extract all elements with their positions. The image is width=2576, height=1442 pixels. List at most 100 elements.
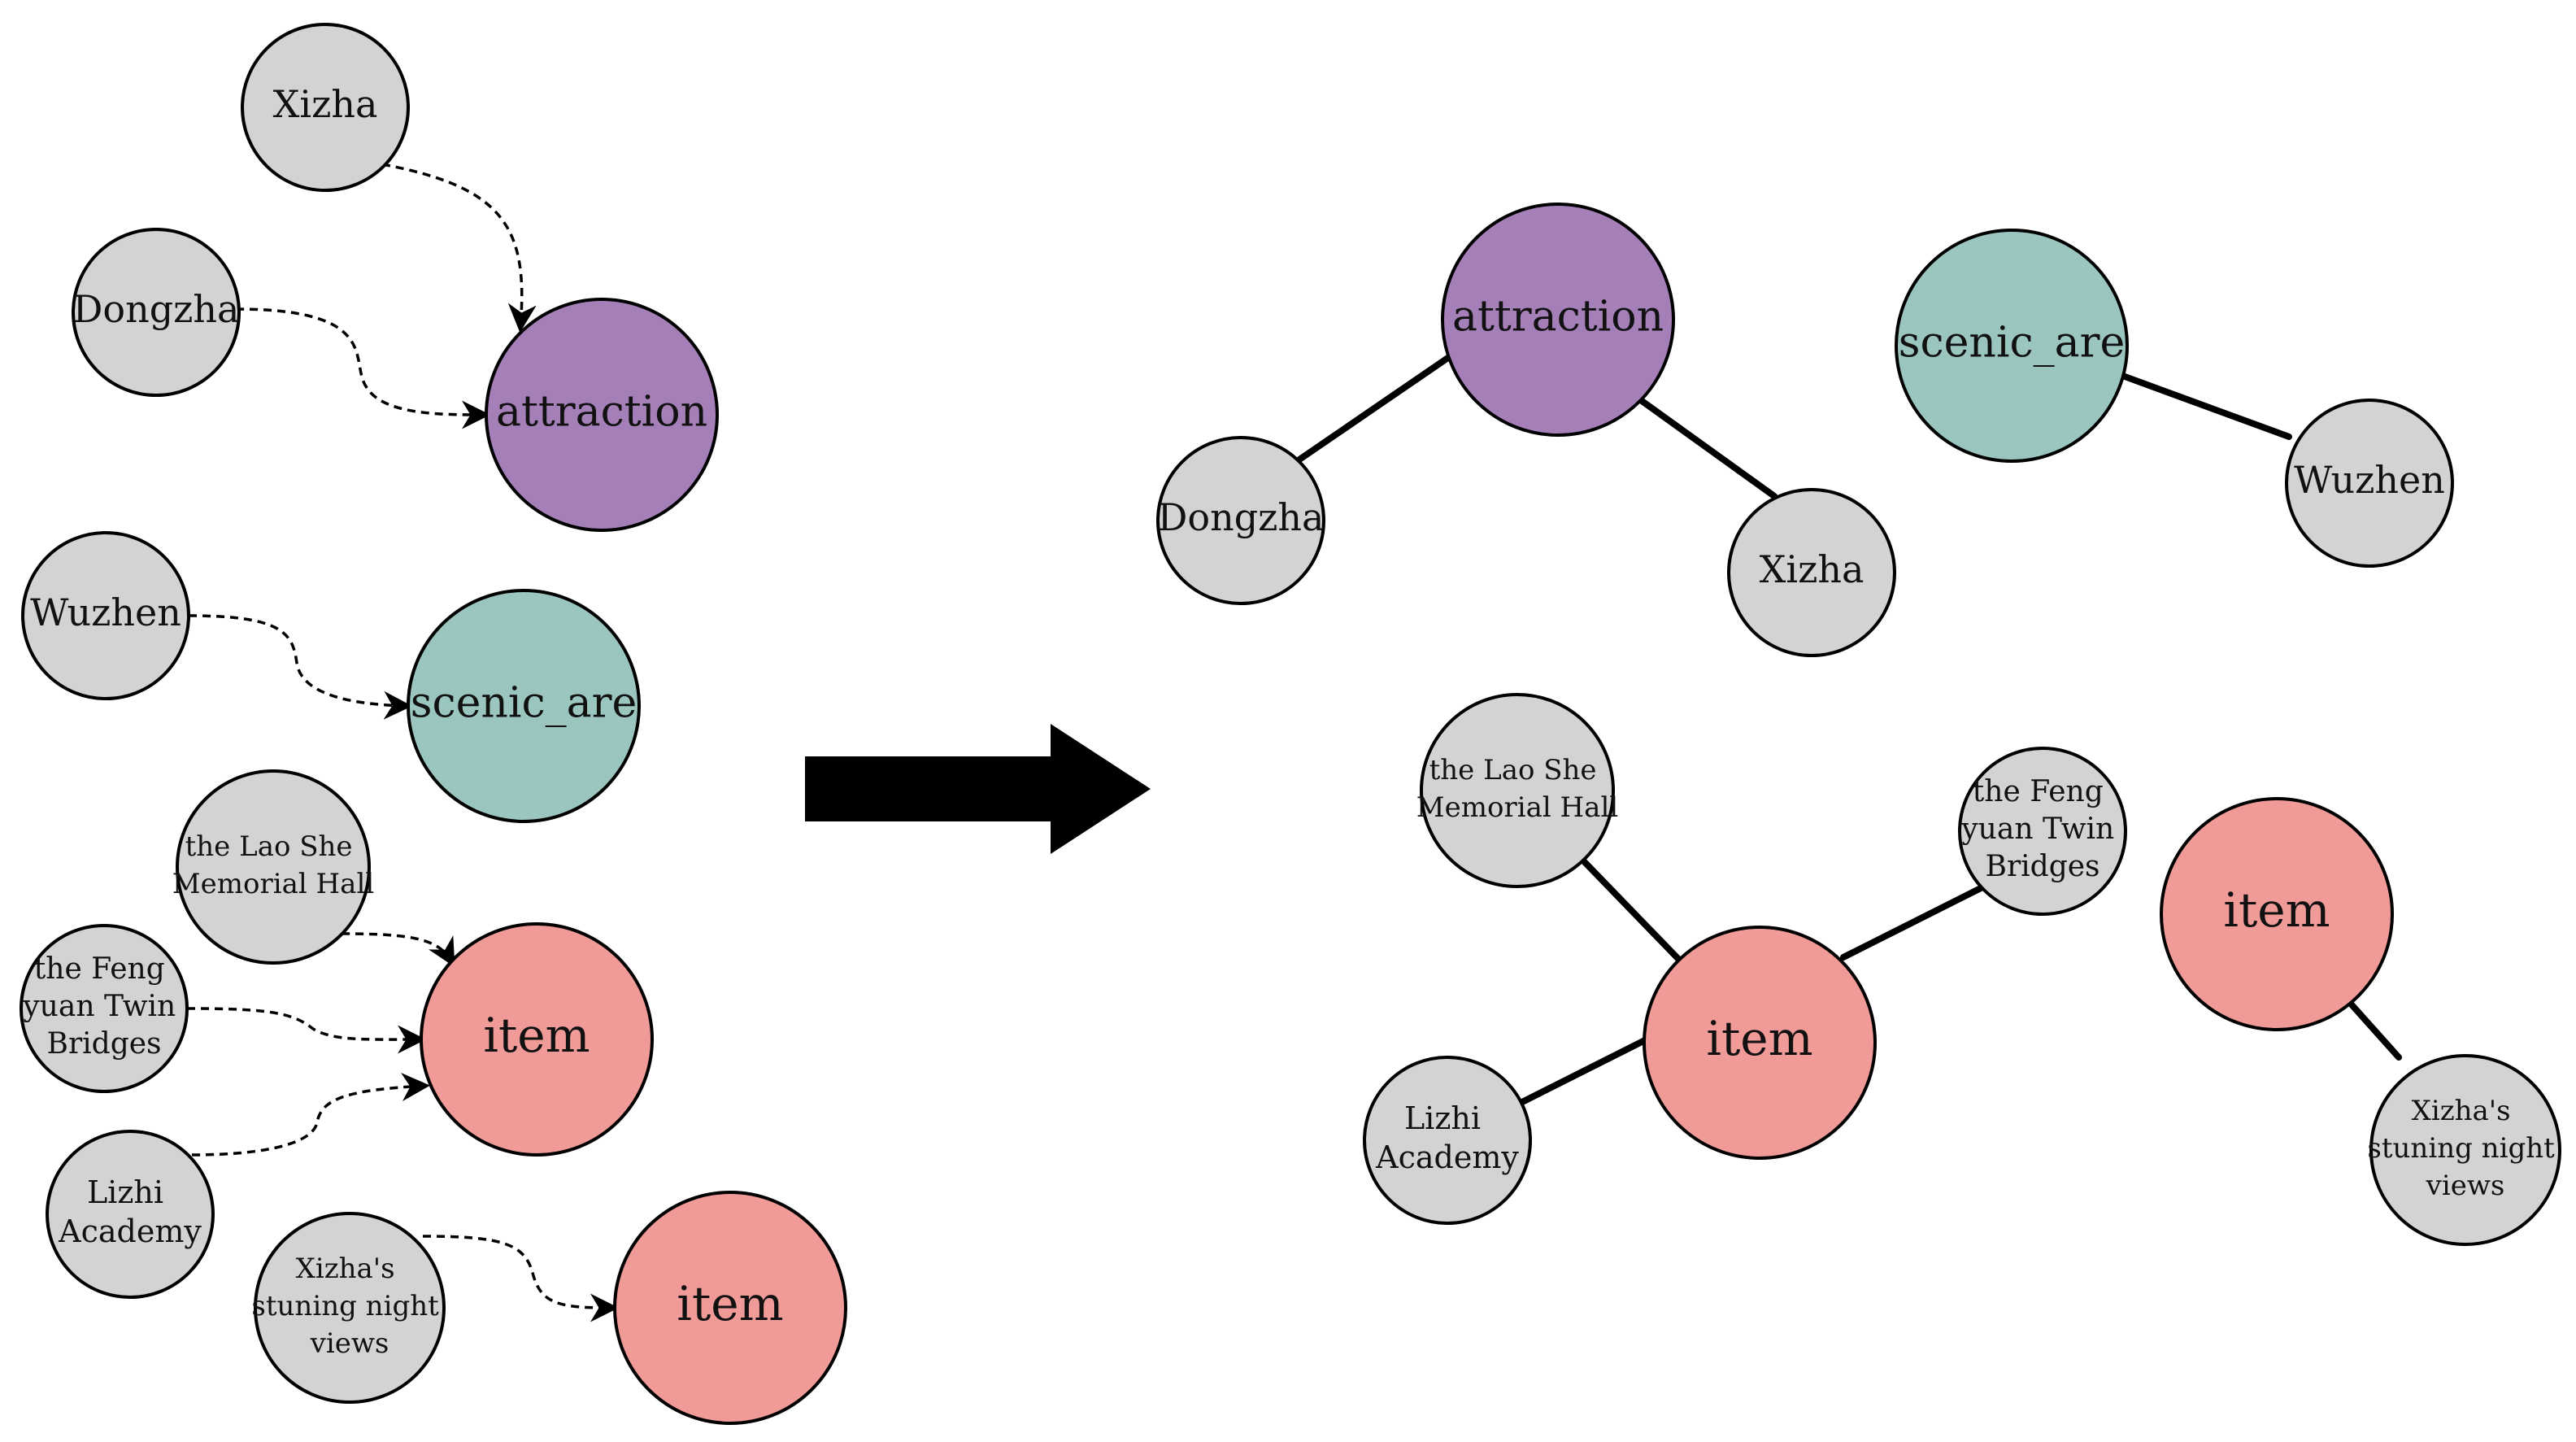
left-entity-dongzha: Dongzha [72,228,241,397]
right-entity-night-views-circle [2369,1054,2561,1246]
left-entity-feng-yuan-line-2: yuan Twin [22,990,176,1023]
edge-lizhi-to-item [191,1073,430,1157]
left-type-item-a-circle [420,922,654,1157]
left-entity-lizhi-line-1: Lizhi [87,1174,163,1210]
left-entity-lao-she-label: the Lao She Memorial Hall [172,830,374,900]
left-type-attraction: attraction [485,298,719,532]
right-entity-feng-yuan-line-3: Bridges [1985,850,2100,883]
right-entity-dongzha-circle [1156,436,1325,605]
left-entity-dongzha-circle [72,228,241,397]
left-type-item-a: item [420,922,654,1157]
left-type-item-b-circle [613,1191,847,1425]
right-type-attraction-label: attraction [1452,293,1664,342]
right-entity-lao-she-line-2: Memorial Hall [1416,791,1618,824]
right-entity-lizhi-line-1: Lizhi [1404,1100,1481,1136]
edge-laoshe-to-item [341,932,455,968]
right-entity-lizhi: Lizhi Academy [1363,1056,1532,1225]
left-panel-edges [186,163,619,1322]
left-entity-feng-yuan: the Feng yuan Twin Bridges [20,924,189,1093]
right-entity-xizha: Xizha [1727,488,1896,657]
edge-item-laoshe [1577,855,1682,963]
right-entity-feng-yuan-line-1: the Feng [1973,775,2104,808]
edge-attraction-dongzha [1296,352,1455,463]
right-entity-lizhi-label: Lizhi Academy [1375,1100,1519,1175]
edge-scenic-wuzhen [2115,371,2292,440]
right-type-attraction: attraction [1441,203,1675,437]
right-entity-lao-she: the Lao She Memorial Hall [1416,693,1618,888]
right-type-item-b: item [2160,797,2394,1031]
right-type-scenic: scenic_are [1895,229,2129,463]
left-entity-night-views: Xizha's stuning night views [251,1212,447,1404]
left-entity-lizhi-circle [46,1130,215,1299]
left-entity-feng-yuan-line-1: the Feng [34,952,165,986]
edge-item-lizhi [1519,1036,1650,1105]
right-arrow-icon [805,724,1151,854]
left-entity-xizha-label: Xizha [273,82,378,126]
left-entity-xizha-circle [241,23,410,192]
edge-item-fengyuan [1840,883,1987,961]
right-entity-night-views-line-2: stuning night [2367,1132,2555,1165]
left-entity-lizhi-label: Lizhi Academy [58,1174,202,1249]
right-entity-wuzhen: Wuzhen [2285,399,2454,568]
left-type-scenic-circle [407,589,641,823]
right-entity-lao-she-line-1: the Lao She [1429,754,1597,786]
right-entity-lizhi-circle [1363,1056,1532,1225]
right-entity-xizha-circle [1727,488,1896,657]
left-entity-wuzhen-circle [21,531,190,700]
left-entity-feng-yuan-label: the Feng yuan Twin Bridges [22,952,185,1061]
left-entity-xizha: Xizha [241,23,410,192]
edge-wuzhen-to-scenic [188,614,412,720]
right-entity-feng-yuan-line-2: yuan Twin [1960,812,2114,846]
right-entity-dongzha: Dongzha [1156,436,1325,605]
right-entity-xizha-label: Xizha [1760,547,1865,591]
edge-dongzha-to-attraction [235,307,490,429]
left-entity-night-views-line-2: stuning night [251,1290,439,1322]
left-entity-night-views-line-1: Xizha's [296,1252,395,1285]
right-entity-feng-yuan: the Feng yuan Twin Bridges [1958,747,2127,916]
left-type-item-a-label: item [483,1008,590,1063]
left-entity-lao-she-line-1: the Lao She [185,830,353,863]
right-entity-feng-yuan-circle [1958,747,2127,916]
left-entity-lao-she-circle [176,769,371,965]
left-type-scenic: scenic_are [407,589,641,823]
right-type-attraction-circle [1441,203,1675,437]
left-entity-feng-yuan-circle [20,924,189,1093]
left-entity-lao-she: the Lao She Memorial Hall [172,769,374,965]
left-entity-wuzhen: Wuzhen [21,531,190,700]
right-type-item-a-circle [1643,926,1877,1160]
right-type-item-b-label: item [2223,882,2330,938]
edge-attraction-xizha [1635,395,1778,499]
left-type-item-b: item [613,1191,847,1425]
right-type-scenic-circle [1895,229,2129,463]
right-entity-lao-she-circle [1420,693,1615,888]
right-entity-feng-yuan-label: the Feng yuan Twin Bridges [1960,775,2123,883]
left-entity-dongzha-label: Dongzha [73,287,240,331]
edge-fengyuan-to-item [186,1007,426,1054]
right-entity-wuzhen-label: Wuzhen [2294,458,2445,502]
edge-item-nightviews [2347,1000,2402,1061]
left-entity-night-views-label: Xizha's stuning night views [251,1252,447,1360]
left-type-scenic-label: scenic_are [411,679,637,728]
right-entity-dongzha-label: Dongzha [1158,495,1325,539]
right-type-item-a-label: item [1706,1011,1812,1066]
left-entity-lizhi: Lizhi Academy [46,1130,215,1299]
right-panel-edges [1296,352,2402,1105]
right-panel-nodes: attraction Dongzha Xizha scenic_are Wuzh… [1156,203,2563,1246]
right-entity-lizhi-line-2: Academy [1375,1139,1519,1175]
right-entity-night-views-line-3: views [2426,1170,2505,1202]
right-type-item-a: item [1643,926,1877,1160]
left-panel-nodes: Xizha Dongzha attraction Wuzhen scenic_a… [20,23,847,1425]
left-entity-lao-she-line-2: Memorial Hall [172,868,374,900]
left-type-attraction-label: attraction [496,388,707,437]
right-entity-wuzhen-circle [2285,399,2454,568]
left-entity-feng-yuan-line-3: Bridges [46,1027,161,1061]
right-type-item-b-circle [2160,797,2394,1031]
left-entity-night-views-circle [254,1212,446,1404]
left-type-attraction-circle [485,298,719,532]
right-entity-lao-she-label: the Lao She Memorial Hall [1416,754,1618,824]
edge-xizha-to-attraction [381,163,537,333]
left-entity-wuzhen-label: Wuzhen [30,590,181,634]
left-entity-night-views-line-3: views [310,1327,389,1360]
right-entity-night-views-label: Xizha's stuning night views [2367,1095,2563,1202]
